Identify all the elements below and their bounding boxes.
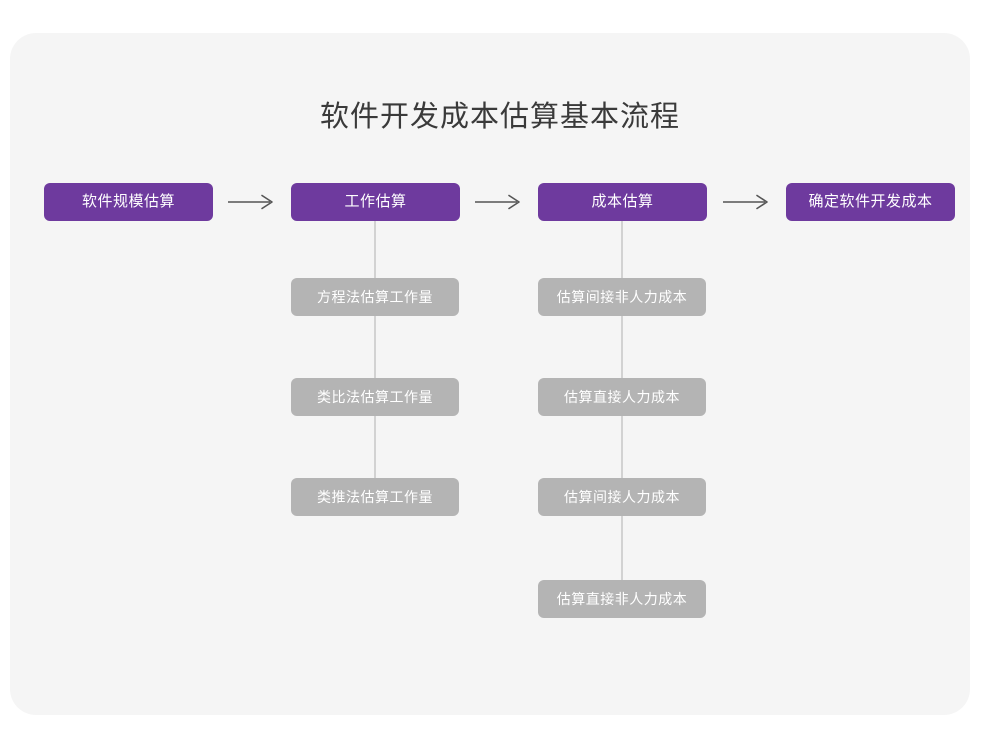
flow-sub-node-2-1[interactable]: 估算间接非人力成本 (538, 278, 706, 316)
page-title: 软件开发成本估算基本流程 (319, 101, 680, 133)
flow-sub-node-2-2[interactable]: 估算直接人力成本 (538, 378, 706, 416)
flow-main-node-1[interactable]: 软件规模估算 (44, 183, 213, 221)
arrow-right-icon (473, 192, 525, 212)
content-card (10, 33, 970, 715)
branch-connector-1 (374, 221, 376, 497)
flow-sub-node-1-2[interactable]: 类比法估算工作量 (291, 378, 459, 416)
flow-sub-node-2-4[interactable]: 估算直接非人力成本 (538, 580, 706, 618)
flow-sub-node-2-3[interactable]: 估算间接人力成本 (538, 478, 706, 516)
arrow-right-icon (226, 192, 278, 212)
flow-main-node-4[interactable]: 确定软件开发成本 (786, 183, 955, 221)
flow-main-node-2[interactable]: 工作估算 (291, 183, 460, 221)
flow-main-node-3[interactable]: 成本估算 (538, 183, 707, 221)
flow-sub-node-1-1[interactable]: 方程法估算工作量 (291, 278, 459, 316)
flow-sub-node-1-3[interactable]: 类推法估算工作量 (291, 478, 459, 516)
arrow-right-icon (721, 192, 773, 212)
